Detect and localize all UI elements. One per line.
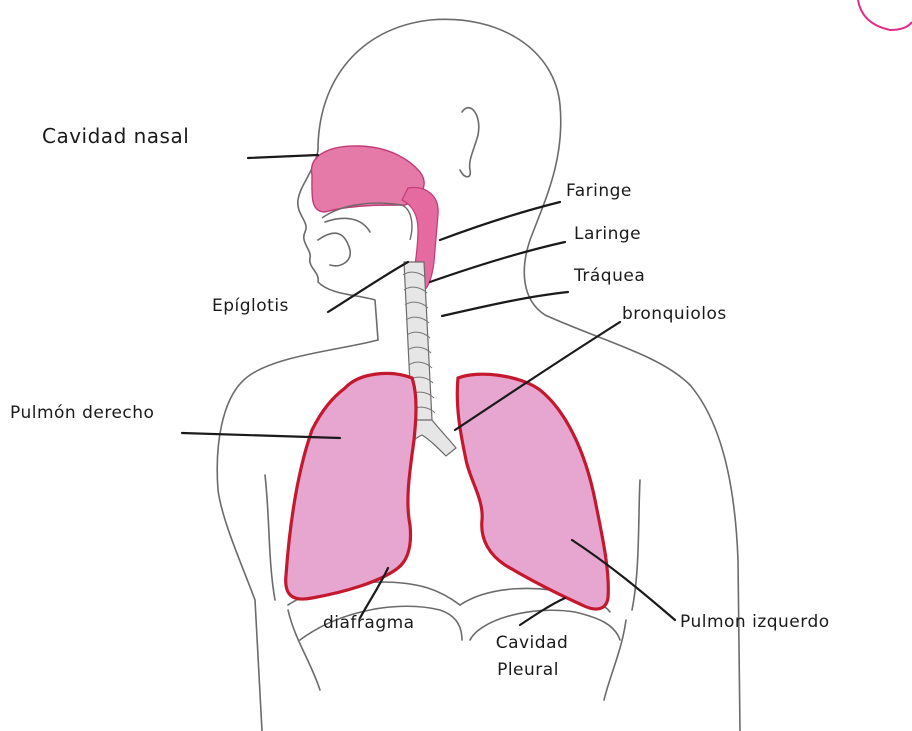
label-bronchioles: bronquiolos bbox=[622, 306, 727, 323]
label-larynx: Laringe bbox=[574, 226, 641, 243]
label-right-lung: Pulmón derecho bbox=[10, 405, 154, 422]
leader-larynx bbox=[430, 242, 565, 282]
leader-pharynx bbox=[440, 202, 560, 240]
label-left-lung: Pulmon izquerdo bbox=[680, 614, 830, 631]
label-epiglottis: Epíglotis bbox=[212, 298, 289, 315]
leader-trachea bbox=[442, 292, 568, 316]
left-lung-shape bbox=[457, 374, 608, 609]
right-lung-shape bbox=[286, 373, 416, 599]
label-pharynx: Faringe bbox=[566, 183, 632, 200]
corner-mark bbox=[858, 0, 912, 30]
leader-nasal bbox=[248, 155, 318, 158]
leader-epiglottis bbox=[328, 262, 408, 312]
label-diaphragm: diafragma bbox=[323, 615, 415, 632]
label-pleural-cavity-line2: Pleural bbox=[478, 662, 578, 679]
label-nasal-cavity: Cavidad nasal bbox=[42, 126, 189, 146]
label-trachea: Tráquea bbox=[574, 268, 645, 285]
label-pleural-cavity-line1: Cavidad bbox=[482, 635, 582, 652]
